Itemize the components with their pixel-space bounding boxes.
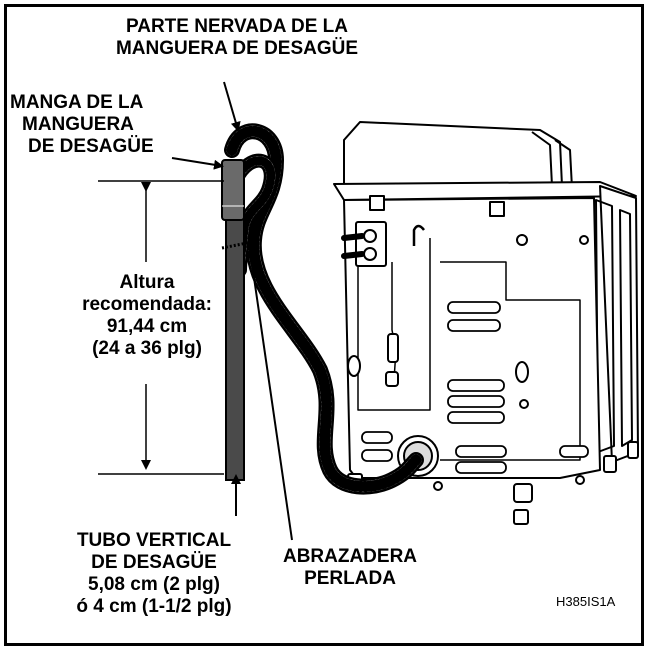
- washer: [333, 121, 639, 525]
- standpipe-label: TUBO VERTICAL DE DESAGÜE 5,08 cm (2 plg)…: [76, 530, 232, 617]
- leader-arrows: [171, 81, 293, 541]
- ribbed-hose-label: PARTE NERVADA DE LA MANGUERA DE DESAGÜE: [115, 16, 359, 59]
- beaded-clamp-label: ABRAZADERA PERLADA: [282, 546, 418, 589]
- hose-sleeve-label: MANGA DE LA MANGUERA DE DESAGÜE: [10, 92, 154, 157]
- figure-code: H385IS1A: [556, 594, 616, 609]
- recommended-height-label: Altura recomendada: 91,44 cm (24 a 36 pl…: [82, 272, 212, 359]
- drain-hose: [224, 123, 424, 495]
- figure-frame: [4, 4, 644, 646]
- standpipe: [221, 159, 253, 481]
- height-dimension: [98, 180, 224, 475]
